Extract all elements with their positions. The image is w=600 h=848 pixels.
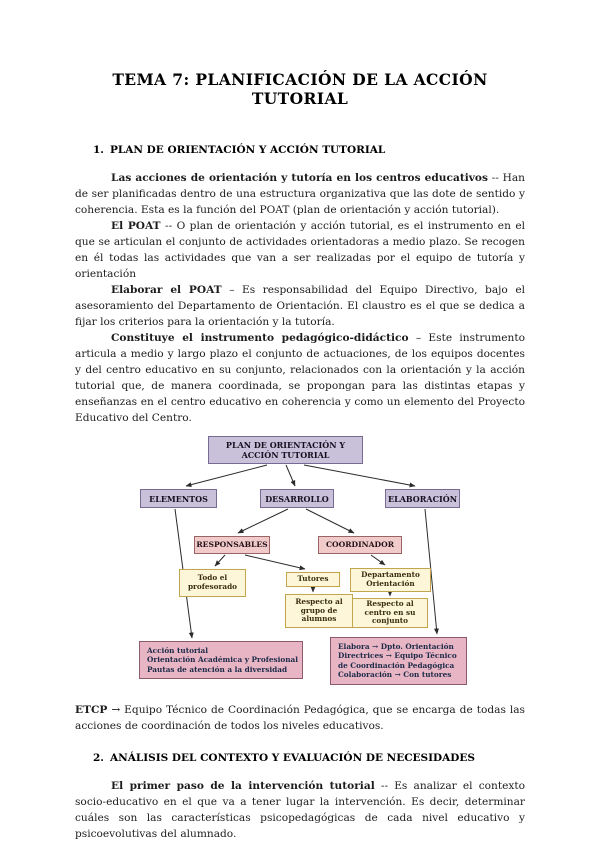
detail-line: Pautas de atención a la diversidad xyxy=(147,664,288,674)
paragraph-instrumento: Constituye el instrumento pedagógico-did… xyxy=(75,330,525,426)
paragraph-text: -- O plan de orientación y acción tutori… xyxy=(75,220,525,280)
paragraph-lead: Elaborar el POAT xyxy=(111,284,222,296)
section-1-title: PLAN DE ORIENTACIÓN Y ACCIÓN TUTORIAL xyxy=(110,144,386,156)
detail-line: de Coordinación Pedagógica xyxy=(338,660,455,670)
paragraph-lead: ETCP xyxy=(75,704,108,716)
document-title: TEMA 7: PLANIFICACIÓN DE LA ACCIÓN TUTOR… xyxy=(112,70,488,108)
paragraph-text: → Equipo Técnico de Coordinación Pedagóg… xyxy=(75,704,525,732)
diagram-box-dpto-orientacion: Departamento Orientación xyxy=(350,568,431,592)
diagram-box-elaboracion-detail: Elabora → Dpto. Orientación Directrices … xyxy=(330,637,467,685)
paragraph-text: -- Han de ser planificadas dentro de una… xyxy=(75,172,525,216)
diagram-box-elementos: ELEMENTOS xyxy=(140,489,217,508)
detail-line: Directrices → Equipo Técnico xyxy=(338,651,457,661)
section-1-number: 1. xyxy=(93,144,104,156)
paragraph-lead: Las acciones de orientación y tutoría en… xyxy=(111,172,488,184)
paragraph-lead: Constituye el instrumento pedagógico-did… xyxy=(111,332,409,344)
detail-line: Elabora → Dpto. Orientación xyxy=(338,642,454,651)
paragraph-lead: El primer paso de la intervención tutori… xyxy=(111,780,375,792)
diagram-box-elementos-detail: Acción tutorial Orientación Académica y … xyxy=(139,641,303,679)
section-1-heading: 1. PLAN DE ORIENTACIÓN Y ACCIÓN TUTORIAL xyxy=(93,144,525,156)
paragraph-etcp: ETCP → Equipo Técnico de Coordinación Pe… xyxy=(75,702,525,734)
diagram-box-todo-profesorado: Todo el profesorado xyxy=(179,569,246,597)
diagram-box-coordinador: COORDINADOR xyxy=(318,536,402,554)
diagram-box-respecto-centro: Respecto al centro en su conjunto xyxy=(352,598,428,628)
paragraph-primer-paso: El primer paso de la intervención tutori… xyxy=(75,778,525,842)
paragraph-lead: El POAT xyxy=(111,220,161,232)
diagram-box-desarrollo: DESARROLLO xyxy=(260,489,334,508)
poat-diagram: PLAN DE ORIENTACIÓN Y ACCIÓN TUTORIAL EL… xyxy=(75,434,525,692)
diagram-box-respecto-grupo: Respecto al grupo de alumnos xyxy=(285,594,353,628)
paragraph-text: -- Es analizar el contexto socio-educati… xyxy=(75,780,525,840)
diagram-box-tutores: Tutores xyxy=(286,572,340,587)
section-2-number: 2. xyxy=(93,752,104,764)
diagram-box-responsables: RESPONSABLES xyxy=(194,536,270,554)
section-2-title: ANÁLISIS DEL CONTEXTO Y EVALUACIÓN DE NE… xyxy=(110,752,475,764)
detail-line: Acción tutorial xyxy=(147,646,209,655)
paragraph-acciones: Las acciones de orientación y tutoría en… xyxy=(75,170,525,218)
diagram-box-root: PLAN DE ORIENTACIÓN Y ACCIÓN TUTORIAL xyxy=(208,436,363,464)
diagram-box-elaboracion: ELABORACIÓN xyxy=(385,489,460,508)
paragraph-text: – Es responsabilidad del Equipo Directiv… xyxy=(75,284,525,328)
detail-line: Orientación Académica y Profesional xyxy=(147,655,299,665)
section-2-heading: 2. ANÁLISIS DEL CONTEXTO Y EVALUACIÓN DE … xyxy=(93,752,525,764)
paragraph-poat: El POAT -- O plan de orientación y acció… xyxy=(75,218,525,282)
paragraph-text: – Este instrumento articula a medio y la… xyxy=(75,332,525,424)
paragraph-elaborar: Elaborar el POAT – Es responsabilidad de… xyxy=(75,282,525,330)
detail-line: Colaboración → Con tutores xyxy=(338,670,452,680)
